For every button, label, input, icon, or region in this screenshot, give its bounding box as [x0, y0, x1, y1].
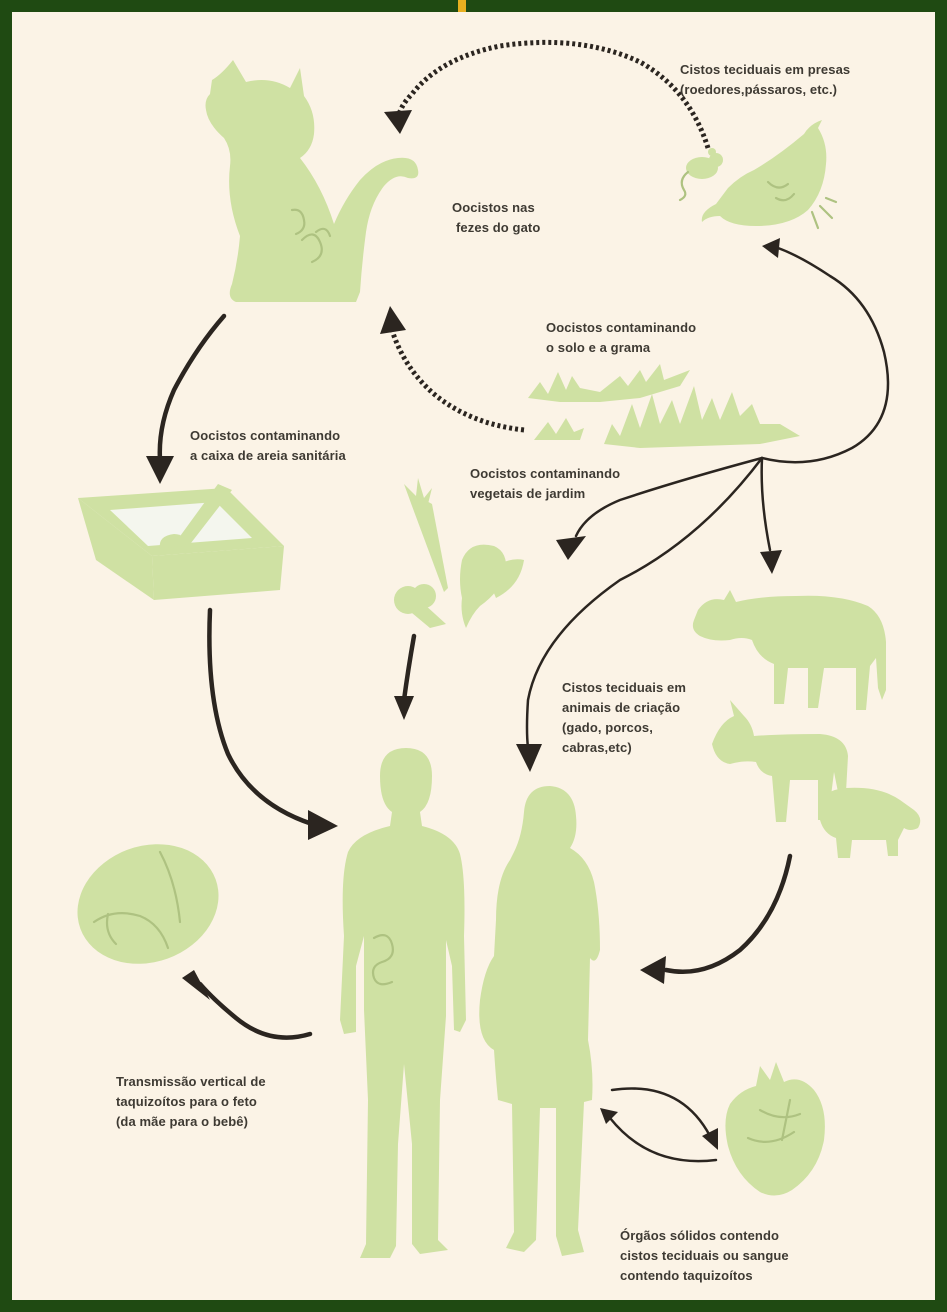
- label-vertical-transmission: Transmissão vertical de taquizoítos para…: [116, 1072, 266, 1132]
- litter-box-icon: [78, 484, 284, 600]
- label-soil-grass: Oocistos contaminando o solo e a grama: [546, 318, 696, 358]
- fetus-icon: [61, 825, 236, 983]
- label-solid-organs: Órgãos sólidos contendo cistos teciduais…: [620, 1226, 789, 1286]
- mouse-icon: [680, 148, 723, 200]
- carrot-icon: [404, 478, 448, 592]
- label-cat-feces: Oocistos nas fezes do gato: [452, 198, 540, 238]
- pig-icon: [820, 788, 920, 858]
- arrow-prey-to-cat: [384, 42, 708, 148]
- arrow-human-to-fetus: [182, 970, 310, 1038]
- pregnant-woman-icon: [479, 786, 600, 1256]
- bird-icon: [702, 120, 836, 228]
- accent-bar: [458, 0, 466, 12]
- label-litter-box: Oocistos contaminando a caixa de areia s…: [190, 426, 346, 466]
- label-garden-vegetables: Oocistos contaminando vegetais de jardim: [470, 464, 620, 504]
- heart-icon: [725, 1062, 824, 1196]
- arrow-veg-to-human: [394, 636, 414, 720]
- label-prey-cysts: Cistos teciduais em presas (roedores,pás…: [680, 60, 850, 100]
- arrow-soil-to-cat: [380, 306, 524, 430]
- label-livestock-cysts: Cistos teciduais em animais de criação (…: [562, 678, 686, 758]
- cat-icon: [206, 60, 419, 302]
- arrow-organ-exchange: [600, 1088, 718, 1161]
- cow-icon: [693, 590, 886, 710]
- spinach-icon: [460, 545, 524, 628]
- man-icon: [340, 748, 466, 1258]
- grass-icon: [528, 364, 800, 448]
- arrow-livestock-to-human: [640, 856, 790, 984]
- diagram-panel: Cistos teciduais em presas (roedores,pás…: [12, 12, 935, 1300]
- arrow-litter-to-human: [209, 610, 338, 840]
- broccoli-icon: [394, 584, 446, 628]
